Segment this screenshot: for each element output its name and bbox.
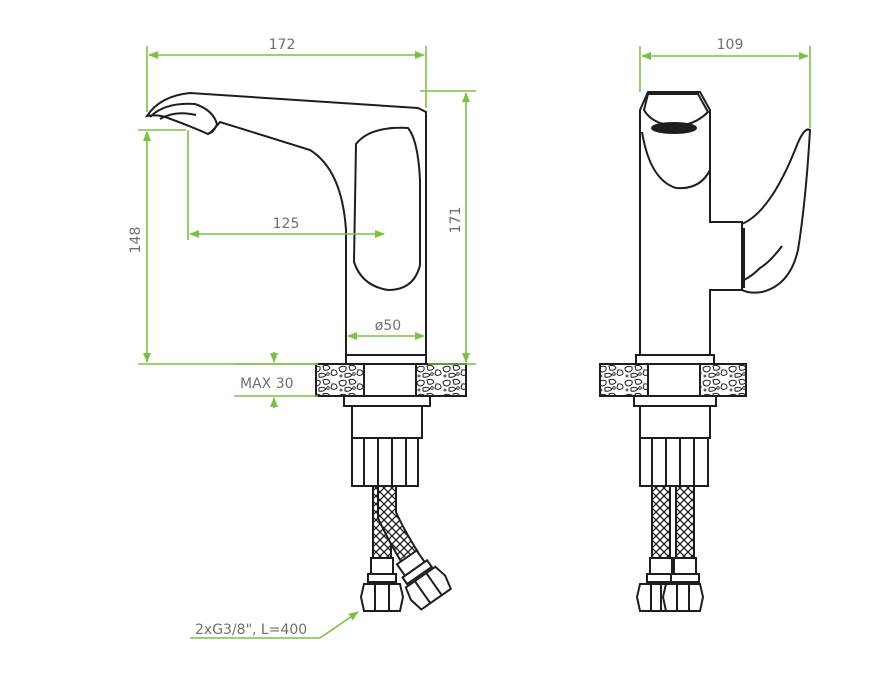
mounting-nut-side [351, 437, 419, 487]
dim-max-counter-label: MAX 30 [240, 376, 294, 392]
hose-leader-arrow [319, 611, 359, 639]
mounting-nut-front [639, 437, 709, 487]
front-hose-2-nut [661, 583, 705, 612]
front-view [635, 91, 812, 366]
dim-width-label: 172 [269, 37, 296, 53]
dimensions [138, 46, 811, 639]
lever-handle [352, 126, 421, 292]
dim-spout-height-label: 148 [128, 227, 144, 254]
hose-1-nut [359, 583, 405, 612]
dim-base-diameter-label: ø50 [375, 318, 401, 334]
front-hose-2 [675, 485, 695, 559]
hose-2-nut [404, 565, 453, 611]
under-counter-front [633, 395, 717, 612]
under-counter-side [343, 395, 453, 612]
dim-depth-label: 109 [717, 37, 744, 53]
dim-total-height-label: 171 [448, 207, 464, 234]
front-hose-1 [651, 485, 671, 559]
spout-tip [149, 102, 219, 135]
countertop-front [599, 363, 747, 397]
front-spout-head [642, 93, 710, 128]
hose-spec-label: 2xG3/8", L=400 [195, 622, 307, 638]
faucet-body-outline [144, 91, 427, 356]
countertop-side [315, 363, 467, 397]
front-lever [741, 128, 812, 294]
aerator [651, 122, 697, 134]
dim-reach-label: 125 [273, 216, 300, 232]
